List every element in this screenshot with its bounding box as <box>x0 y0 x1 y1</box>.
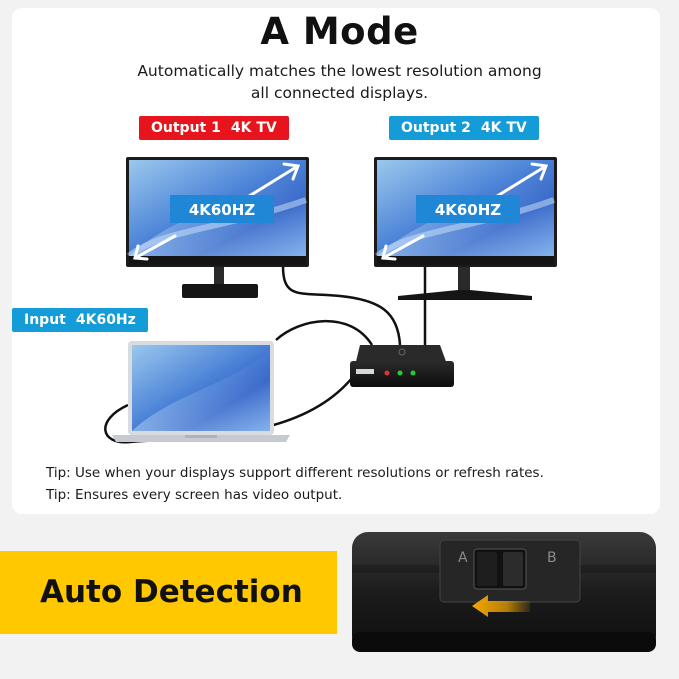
hdmi-logo <box>356 369 374 374</box>
subtitle-line-1: Automatically matches the lowest resolut… <box>137 62 542 80</box>
tip-2-text: Ensures every screen has video output. <box>75 487 343 503</box>
laptop-input <box>112 341 290 442</box>
splitter-device-closeup: A B <box>352 532 656 652</box>
output-1-spec: 4K TV <box>230 120 277 136</box>
subtitle-line-2: all connected displays. <box>250 84 429 102</box>
tip-1-label: Tip: <box>46 465 71 481</box>
input-spec: 4K60Hz <box>75 312 136 328</box>
output-2-name: Output 2 <box>401 120 471 136</box>
tip-2-label: Tip: <box>46 487 71 503</box>
tips: Tip: Use when your displays support diff… <box>46 462 544 506</box>
input-name: Input <box>24 312 66 328</box>
switch-label-a: A <box>458 550 468 566</box>
banner-text: Auto Detection <box>40 574 303 610</box>
monitor-output-2 <box>374 157 557 300</box>
tip-1-text: Use when your displays support different… <box>75 465 544 481</box>
arrow-up-right-icon <box>244 162 549 200</box>
screen-label-box-2 <box>416 195 520 223</box>
screen-label-box-1 <box>170 195 274 223</box>
monitor-output-1 <box>126 157 309 298</box>
switch-label-b: B <box>547 550 557 566</box>
screen-label-2: 4K60HZ <box>435 201 501 219</box>
output-1-tag: Output 1 4K TV <box>139 116 289 140</box>
title-block: A Mode <box>0 10 679 54</box>
output-2-tag: Output 2 4K TV <box>389 116 539 140</box>
screen-label-1: 4K60HZ <box>189 201 255 219</box>
auto-detection-banner <box>0 551 337 634</box>
tip-1: Tip: Use when your displays support diff… <box>46 462 544 484</box>
tip-2: Tip: Ensures every screen has video outp… <box>46 484 544 506</box>
page-title: A Mode <box>250 10 430 54</box>
arrow-left-icon <box>472 595 530 617</box>
output-1-name: Output 1 <box>151 120 221 136</box>
arrow-down-left-icon <box>133 234 425 261</box>
subtitle: Automatically matches the lowest resolut… <box>0 60 679 104</box>
output-2-spec: 4K TV <box>480 120 527 136</box>
hdmi-splitter <box>350 345 454 387</box>
input-tag: Input 4K60Hz <box>12 308 148 332</box>
